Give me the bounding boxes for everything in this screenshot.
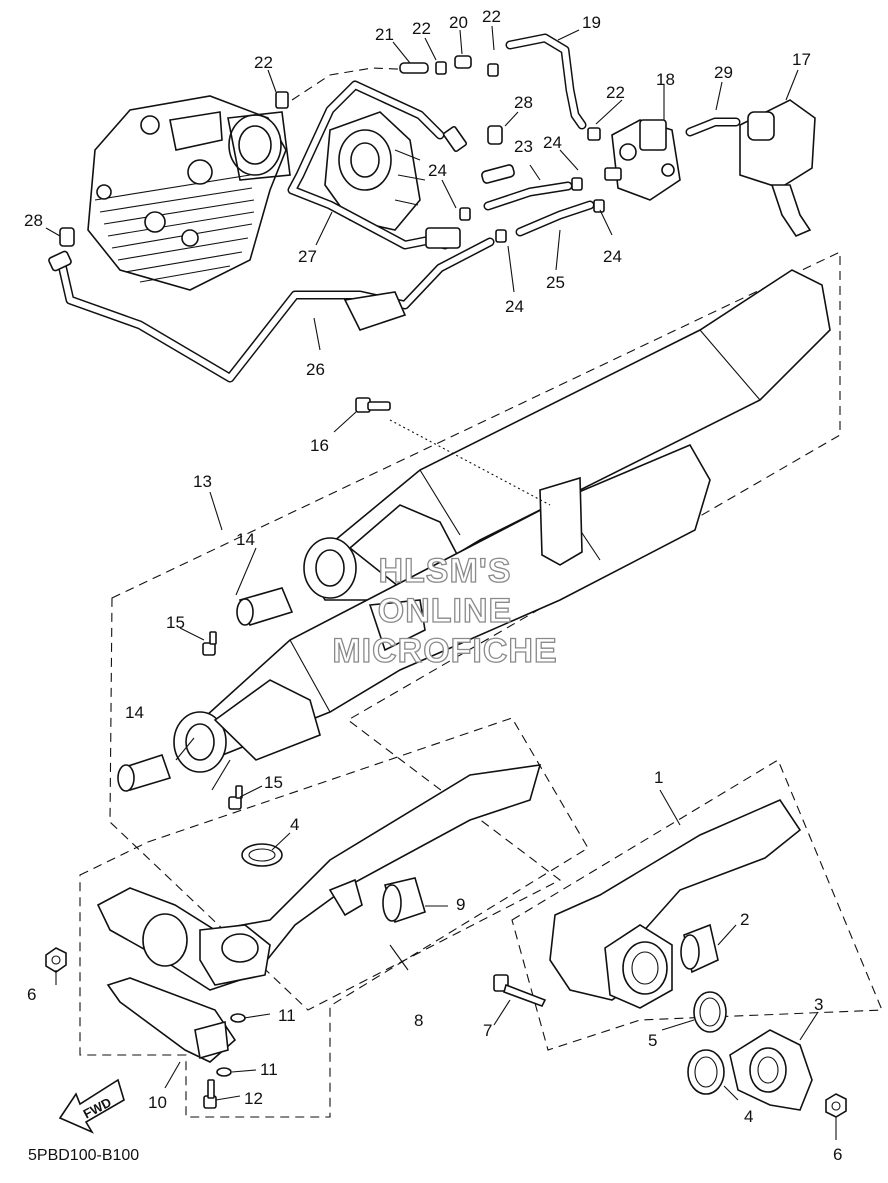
callout-22a: 22: [254, 53, 273, 72]
callout-24c: 24: [603, 247, 622, 266]
callout-8: 8: [414, 1011, 423, 1030]
watermark-line-1: HLSM'S: [378, 552, 511, 590]
callout-21: 21: [375, 25, 394, 44]
callout-26: 26: [306, 360, 325, 379]
callout-3: 3: [814, 995, 823, 1014]
callout-19: 19: [582, 13, 601, 32]
air-cut-valve-18: [604, 119, 681, 201]
callout-22b: 22: [412, 19, 431, 38]
watermark-line-2: ONLINE: [378, 592, 512, 630]
gasket-5: [693, 991, 727, 1033]
callout-28a: 28: [24, 211, 43, 230]
callout-labels: 1 2 3 4 4 5 6 6 7 8 9 10 11 11 12 13 14 …: [24, 7, 842, 1164]
diagram-code: 5PBD100-B100: [28, 1147, 139, 1164]
callout-15a: 15: [166, 613, 185, 632]
collar-14-lower: [117, 753, 172, 792]
callout-2: 2: [740, 910, 749, 929]
heat-protector-10: [106, 977, 237, 1063]
callout-6a: 6: [27, 985, 36, 1004]
forward-arrow-icon: FWD: [58, 1078, 125, 1134]
collar-2: [680, 923, 719, 974]
callout-24a: 24: [428, 161, 447, 180]
callout-1: 1: [654, 768, 663, 787]
nut-6-left: [45, 947, 67, 973]
callout-22d: 22: [606, 83, 625, 102]
exhaust-joint-3: [729, 1029, 813, 1111]
callout-5: 5: [648, 1031, 657, 1050]
callout-24d: 24: [505, 297, 524, 316]
callout-6b: 6: [833, 1145, 842, 1164]
nut-6-right: [825, 1093, 847, 1118]
bolt-16: [355, 397, 391, 413]
bolt-15-upper: [202, 631, 217, 656]
callout-15b: 15: [264, 773, 283, 792]
callout-14a: 14: [236, 530, 255, 549]
callout-4a: 4: [290, 815, 299, 834]
callout-11a: 11: [278, 1006, 296, 1025]
exhaust-pipe-8: [96, 764, 542, 991]
callout-27: 27: [298, 247, 317, 266]
callout-23: 23: [514, 137, 533, 156]
exhaust-pipe-8-group-outline: [79, 717, 589, 1118]
bolt-7: [493, 974, 547, 1007]
fwd-label: FWD: [81, 1094, 114, 1121]
washer-11-lower: [216, 1067, 232, 1077]
collar-9: [382, 877, 426, 924]
watermark-line-3: MICROFICHE: [332, 632, 557, 670]
callout-4b: 4: [744, 1107, 753, 1126]
exhaust-pipe-1-group-outline: [511, 759, 883, 1051]
bolt-15-lower: [228, 785, 243, 810]
gasket-4-upper: [241, 843, 283, 867]
collar-14-upper: [236, 587, 294, 626]
callout-22c: 22: [482, 7, 501, 26]
callout-25: 25: [546, 273, 565, 292]
intake-assembly: [324, 111, 426, 231]
engine-cylinder-head: [87, 95, 291, 291]
callout-7: 7: [483, 1021, 492, 1040]
hose-21: [291, 67, 421, 101]
air-filter-case-17: [739, 99, 816, 237]
gasket-4-lower: [687, 1049, 725, 1095]
callout-12: 12: [244, 1089, 263, 1108]
callout-20: 20: [449, 13, 468, 32]
fittings: [48, 55, 605, 331]
callout-9: 9: [456, 895, 465, 914]
callout-29: 29: [714, 63, 733, 82]
washer-11-upper: [230, 1013, 246, 1023]
callout-11b: 11: [260, 1060, 278, 1079]
callout-18: 18: [656, 70, 675, 89]
callout-24b: 24: [543, 133, 562, 152]
leader-lines: [45, 25, 837, 1140]
watermark: HLSM'S ONLINE MICROFICHE: [332, 551, 558, 670]
bolt-16-guide: [389, 419, 551, 506]
exhaust-pipe-1: [549, 798, 802, 1009]
callout-28b: 28: [514, 93, 533, 112]
callout-17: 17: [792, 50, 811, 69]
callout-13: 13: [193, 472, 212, 491]
callout-10: 10: [148, 1093, 167, 1112]
bolt-12: [203, 1079, 217, 1109]
callout-14b: 14: [125, 703, 144, 722]
callout-16: 16: [310, 436, 329, 455]
muffler-lower: [173, 443, 711, 773]
